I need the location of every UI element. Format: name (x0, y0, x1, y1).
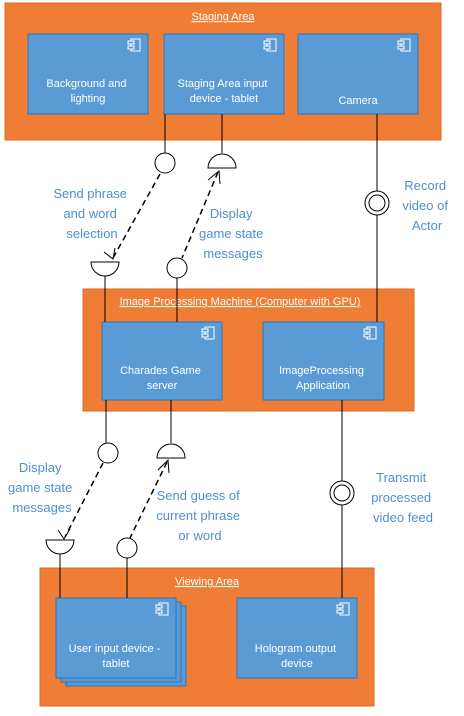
provided-interface (154, 152, 176, 174)
provided-interface (97, 442, 119, 464)
required-interface (90, 261, 120, 277)
component-background-lighting-label: Background and lighting (46, 78, 129, 105)
connector-display-lower: Display game state messages (8, 400, 119, 598)
connector-display-upper: Display game state messages (166, 114, 267, 322)
connector-send-phrase: Send phrase and word selection (53, 114, 176, 322)
arrow-head (57, 528, 71, 540)
display-upper-label: Display game state messages (199, 206, 267, 261)
connector-send-guess: Send guess of current phrase or word (116, 400, 243, 598)
component-icon (201, 326, 215, 340)
record-video-label: Record video of Actor (402, 178, 451, 233)
send-guess-label: Send guess of current phrase or word (156, 488, 243, 543)
component-background-lighting: Background and lighting (27, 33, 149, 115)
connector-transmit-video: Transmit processed video feed (329, 400, 435, 598)
display-lower-label: Display game state messages (8, 460, 76, 515)
component-hologram-output-label: Hologram output device (255, 643, 339, 670)
component-image-processing-label: ImageProcessing Application (279, 365, 367, 392)
component-staging-tablet-label: Staging Area input device - tablet (178, 78, 271, 105)
component-staging-tablet: Staging Area input device - tablet (163, 33, 285, 115)
provided-interface-ball (368, 194, 386, 212)
transmit-label: Transmit processed video feed (371, 470, 435, 525)
component-icon (127, 38, 141, 52)
component-icon (397, 38, 411, 52)
provided-interface (166, 257, 188, 279)
component-icon (155, 602, 169, 616)
component-icon (336, 602, 350, 616)
staging-area-title: Staging Area (192, 11, 256, 23)
component-charades-server: Charades Game server (101, 321, 223, 401)
component-user-input-tablet-label: User input device - tablet (69, 643, 164, 670)
component-icon (263, 38, 277, 52)
arrow-head (157, 458, 170, 474)
component-user-input-tablet: User input device - tablet (55, 597, 187, 687)
connector-record-video: Record video of Actor (364, 114, 451, 322)
component-icon (363, 326, 377, 340)
required-interface (45, 539, 75, 555)
required-interface (156, 443, 186, 459)
processing-machine-title: Image Processing Machine (Computer with … (120, 296, 361, 308)
component-charades-server-label: Charades Game server (120, 365, 204, 392)
viewing-area-title: Viewing Area (175, 576, 240, 588)
provided-interface (116, 537, 138, 559)
component-hologram-output: Hologram output device (236, 597, 358, 679)
component-camera-label: Camera (338, 95, 378, 107)
send-phrase-label: Send phrase and word selection (53, 186, 130, 241)
provided-interface-ball (333, 484, 351, 502)
component-camera: Camera (297, 33, 419, 115)
arrow-head (103, 247, 116, 260)
component-image-processing: ImageProcessing Application (262, 321, 385, 401)
required-interface (207, 153, 237, 169)
arrow-head (207, 170, 221, 185)
